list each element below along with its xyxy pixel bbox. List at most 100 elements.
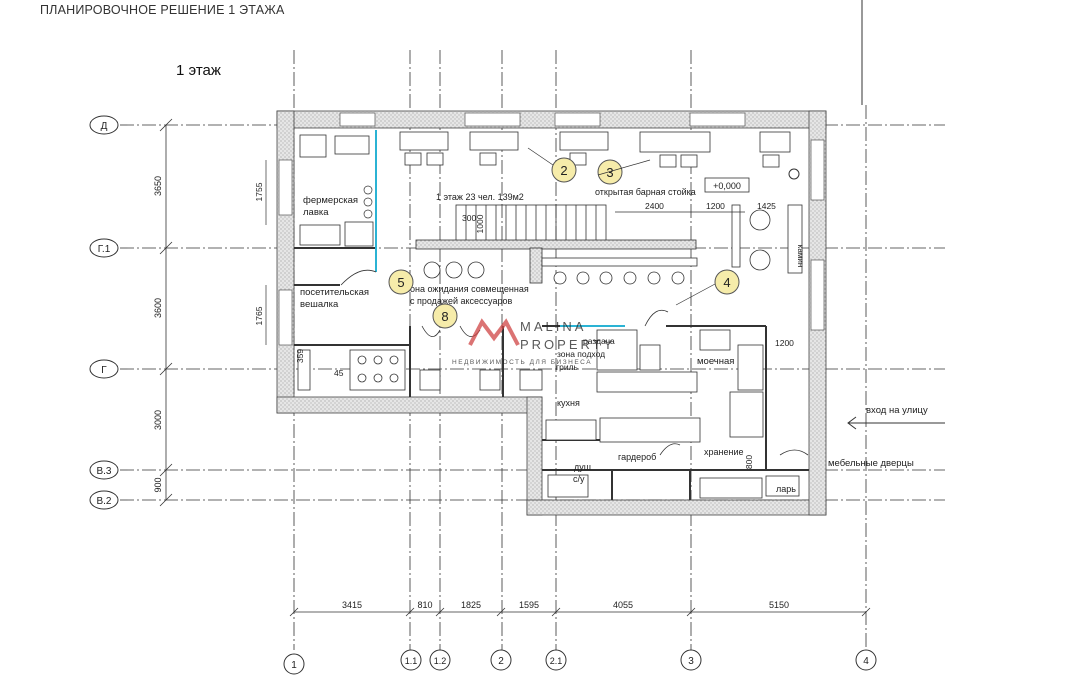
svg-text:1000: 1000 xyxy=(475,214,485,233)
svg-text:Г: Г xyxy=(101,365,107,376)
label-entrance: вход на улицу xyxy=(866,405,928,416)
svg-text:5150: 5150 xyxy=(769,600,789,610)
svg-text:810: 810 xyxy=(417,600,432,610)
glass-partitions xyxy=(375,130,625,327)
bar-stools xyxy=(423,261,685,285)
label-dispense-1: раздача xyxy=(583,336,615,346)
marker-4: 4 xyxy=(714,269,740,295)
marker-leaders xyxy=(527,147,716,306)
label-bar: открытая барная стойка xyxy=(595,187,696,197)
lounge-chairs xyxy=(731,204,803,274)
col-bubble-2-1: 2.1 xyxy=(545,649,567,671)
label-furniture-doors: мебельные дверцы xyxy=(828,458,914,469)
dim-3600: 3600 xyxy=(153,298,163,318)
bar-counter xyxy=(415,239,697,284)
svg-text:45: 45 xyxy=(334,368,344,378)
label-fireplace: камин xyxy=(796,245,805,268)
col-bubble-4: 4 xyxy=(855,649,877,671)
row-bubble-d: Д xyxy=(89,115,119,135)
label-storage: хранение xyxy=(704,447,744,457)
label-hall: 1 этаж 23 чел. 139м2 xyxy=(436,192,524,202)
bottom-dim-labels: 3415 810 1825 1595 4055 5150 xyxy=(342,600,789,610)
col-bubble-1-2: 1.2 xyxy=(429,649,451,671)
inner-dim-lines xyxy=(265,160,745,345)
svg-text:1.1: 1.1 xyxy=(405,656,418,666)
svg-text:2400: 2400 xyxy=(645,201,664,211)
label-kitchen: кухня xyxy=(557,398,580,408)
svg-text:1.2: 1.2 xyxy=(434,656,447,666)
svg-text:1: 1 xyxy=(291,660,297,671)
label-wc: с/у xyxy=(573,474,585,484)
left-dim-labels: 3650 3600 3000 900 xyxy=(153,176,163,493)
svg-text:PROPERTY: PROPERTY xyxy=(520,337,615,352)
farm-shelves xyxy=(363,185,373,219)
marker-2: 2 xyxy=(551,157,577,183)
label-wash: моечная xyxy=(697,356,734,367)
svg-text:2: 2 xyxy=(560,163,567,178)
svg-text:2.1: 2.1 xyxy=(550,656,563,666)
outer-walls xyxy=(276,110,827,516)
left-dimensions xyxy=(159,118,173,507)
doors xyxy=(340,269,809,456)
dim-3650: 3650 xyxy=(153,176,163,196)
room-labels: фермерская лавка посетительская вешалка … xyxy=(300,187,928,494)
svg-text:1200: 1200 xyxy=(706,201,725,211)
row-bubble-v2: В.2 xyxy=(89,490,119,510)
svg-text:1425: 1425 xyxy=(757,201,776,211)
label-wait-1: зона ожидания совмещенная xyxy=(406,284,529,294)
svg-text:5: 5 xyxy=(397,275,404,290)
bar-top xyxy=(541,257,698,267)
svg-text:1825: 1825 xyxy=(461,600,481,610)
svg-text:3: 3 xyxy=(606,165,613,180)
svg-text:В.3: В.3 xyxy=(96,466,111,477)
svg-text:1755: 1755 xyxy=(254,182,264,201)
marker-8: 8 xyxy=(432,303,458,329)
kitchen-equipment xyxy=(545,329,800,499)
col-bubble-1: 1 xyxy=(283,653,305,675)
svg-text:1200: 1200 xyxy=(775,338,794,348)
label-farm-2: лавка xyxy=(303,207,329,218)
markers: 2 3 4 5 8 xyxy=(388,157,740,329)
col-bubble-2: 2 xyxy=(490,649,512,671)
svg-text:4: 4 xyxy=(863,656,869,667)
level-mark-box xyxy=(704,177,750,193)
corner-fixture xyxy=(788,168,800,180)
dim-3000: 3000 xyxy=(153,410,163,430)
marker-5: 5 xyxy=(388,269,414,295)
bottom-dimensions xyxy=(289,607,871,617)
svg-text:В.2: В.2 xyxy=(96,496,111,507)
svg-text:3415: 3415 xyxy=(342,600,362,610)
label-cloak-1: посетительская xyxy=(300,287,369,298)
label-cloak-2: вешалка xyxy=(300,299,339,310)
row-bubbles: Д Г.1 Г В.3 В.2 xyxy=(89,115,119,510)
dining-tables xyxy=(299,131,791,247)
col-bubbles: 1 1.1 1.2 2 2.1 3 4 xyxy=(283,649,877,675)
floor-label: 1 этаж xyxy=(176,62,221,79)
label-chest: ларь xyxy=(776,484,796,494)
col-bubble-3: 3 xyxy=(680,649,702,671)
level-mark: +0,000 xyxy=(713,181,741,191)
svg-text:1595: 1595 xyxy=(519,600,539,610)
label-wait-2: с продажей аксессуаров xyxy=(410,296,512,306)
svg-text:300: 300 xyxy=(462,213,476,223)
svg-text:MALINA: MALINA xyxy=(520,319,586,334)
plan-title: ПЛАНИРОВОЧНОЕ РЕШЕНИЕ 1 ЭТАЖА xyxy=(40,3,285,17)
label-grill: гриль xyxy=(556,362,579,372)
marker-3: 3 xyxy=(597,159,623,185)
entrance-arrow xyxy=(847,416,945,430)
watermark-logo: MALINA PROPERTY НЕДВИЖИМОСТЬ ДЛЯ БИЗНЕСА xyxy=(452,318,615,366)
svg-text:2: 2 xyxy=(498,656,504,667)
dim-900: 900 xyxy=(153,477,163,492)
wc-fixtures xyxy=(297,349,543,391)
svg-text:800: 800 xyxy=(744,455,754,469)
row-bubble-g: Г xyxy=(89,359,119,379)
col-bubble-1-1: 1.1 xyxy=(400,649,422,671)
label-farm-1: фермерская xyxy=(303,195,358,206)
label-wardrobe: гардероб xyxy=(618,452,656,462)
row-bubble-g1: Г.1 xyxy=(89,238,119,258)
svg-text:3: 3 xyxy=(688,656,694,667)
row-bubble-v3: В.3 xyxy=(89,460,119,480)
windows xyxy=(278,112,825,346)
svg-text:Д: Д xyxy=(101,121,108,132)
